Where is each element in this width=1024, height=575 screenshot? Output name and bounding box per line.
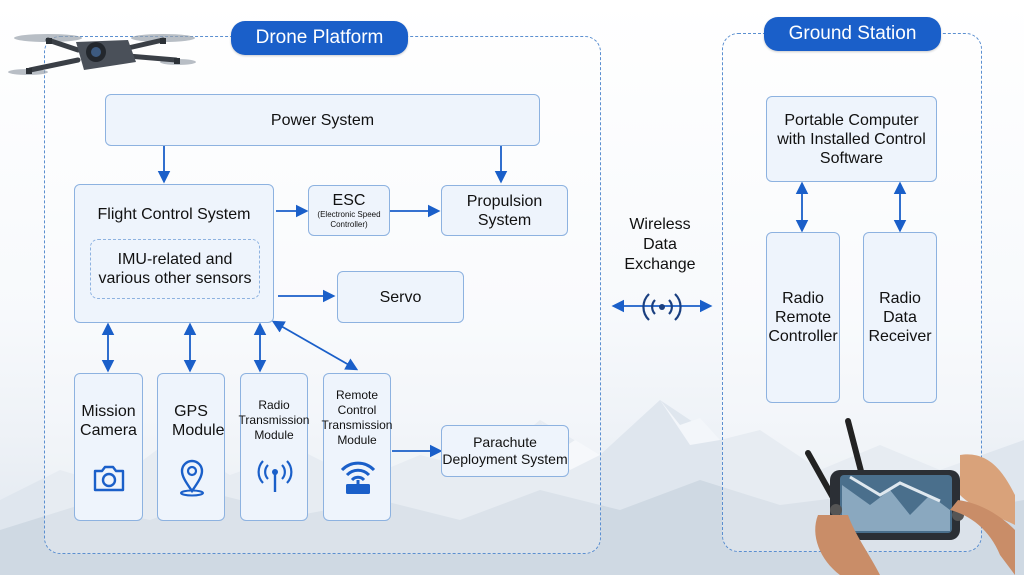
remote-control-transmission-label: Remote Control Transmission Module bbox=[321, 388, 393, 447]
camera-icon bbox=[93, 465, 125, 492]
power-system-box: Power System bbox=[105, 94, 540, 146]
handheld-controller-icon bbox=[805, 418, 1015, 575]
gps-module-label: GPS Module bbox=[172, 403, 225, 439]
wireless-signal-icon bbox=[642, 293, 682, 321]
antenna-icon bbox=[257, 460, 293, 492]
location-pin-icon bbox=[180, 459, 204, 497]
radio-data-receiver-box: Radio Data Receiver bbox=[863, 232, 937, 403]
wifi-transmitter-icon bbox=[340, 461, 376, 494]
servo-box: Servo bbox=[337, 271, 464, 323]
portable-computer-box: Portable Computer with Installed Control… bbox=[766, 96, 937, 182]
ground-station-title: Ground Station bbox=[764, 17, 941, 51]
esc-sublabel: (Electronic Speed Controller) bbox=[317, 210, 381, 229]
radio-data-receiver-label: Radio Data Receiver bbox=[868, 290, 932, 345]
mission-camera-label: Mission Camera bbox=[80, 403, 137, 439]
radio-remote-controller-box: Radio Remote Controller bbox=[766, 232, 840, 403]
drone-platform-title: Drone Platform bbox=[231, 21, 408, 55]
flight-control-box: Flight Control System IMU-related and va… bbox=[74, 184, 274, 323]
power-system-label: Power System bbox=[270, 111, 375, 129]
drone-icon bbox=[8, 34, 196, 75]
parachute-deployment-label: Parachute Deployment System bbox=[442, 434, 568, 467]
esc-box: ESC (Electronic Speed Controller) bbox=[308, 185, 390, 236]
gps-module-box: GPS Module bbox=[157, 373, 225, 521]
flight-control-label: Flight Control System bbox=[97, 206, 251, 223]
imu-sensors-label: IMU-related and various other sensors bbox=[98, 251, 252, 287]
portable-computer-label: Portable Computer with Installed Control… bbox=[777, 111, 926, 167]
propulsion-system-label: Propulsion System bbox=[466, 192, 543, 229]
esc-label: ESC bbox=[332, 192, 366, 209]
radio-transmission-box: Radio Transmission Module bbox=[238, 373, 310, 521]
imu-sensors-box: IMU-related and various other sensors bbox=[90, 239, 260, 299]
remote-control-transmission-box: Remote Control Transmission Module bbox=[321, 373, 393, 521]
mission-camera-box: Mission Camera bbox=[74, 373, 143, 521]
parachute-deployment-box: Parachute Deployment System bbox=[441, 425, 569, 477]
wireless-exchange-label: Wireless Data Exchange bbox=[624, 216, 696, 273]
radio-remote-controller-label: Radio Remote Controller bbox=[768, 290, 838, 345]
radio-transmission-label: Radio Transmission Module bbox=[238, 398, 310, 442]
servo-label: Servo bbox=[379, 288, 422, 306]
propulsion-system-box: Propulsion System bbox=[441, 185, 568, 236]
